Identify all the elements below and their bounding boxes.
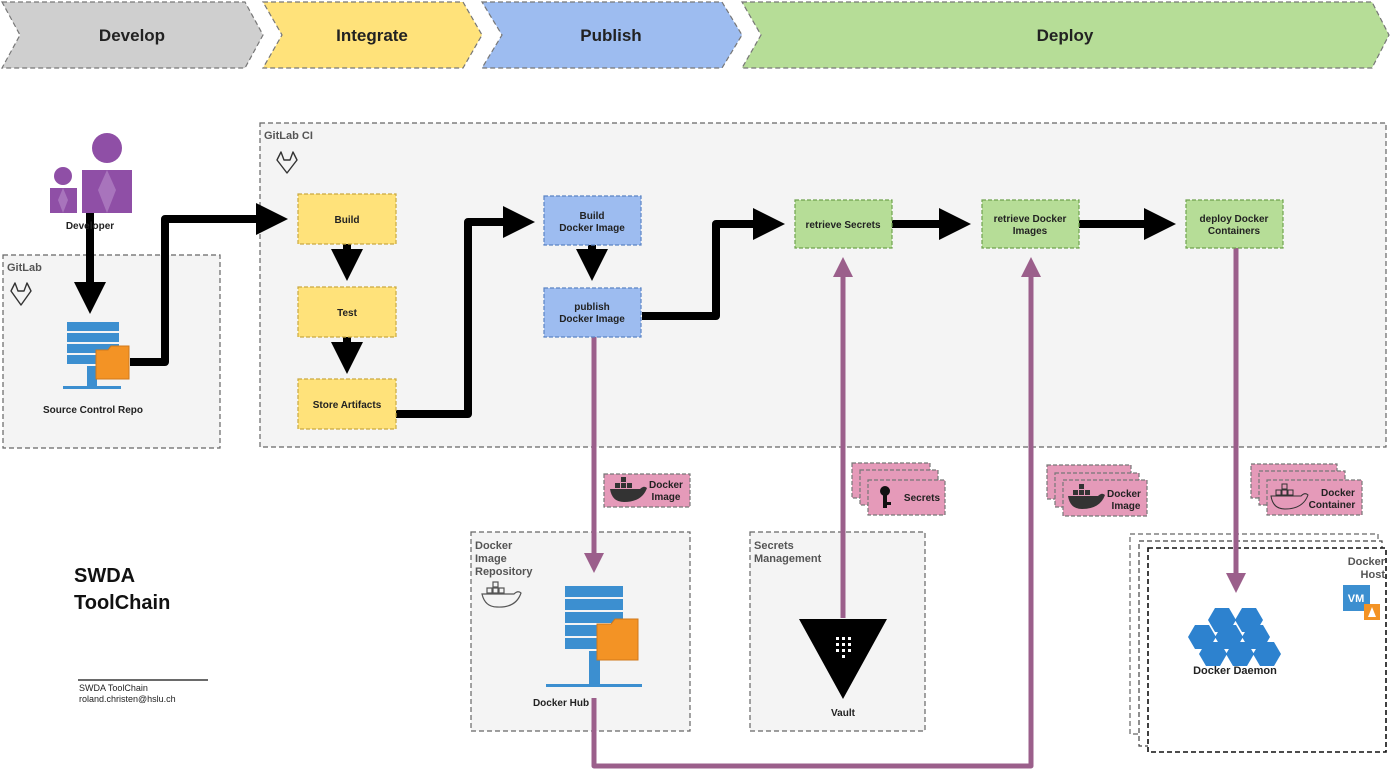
store-artifacts-node: Store Artifacts [297,378,397,430]
docker-whale-icon [481,581,522,608]
build-image-label-1: Build [580,211,605,222]
build-image-node: Build Docker Image [543,195,642,246]
docker-repo-label-2: Image [475,553,507,565]
secrets-group-label-1: Secrets [754,540,794,552]
footer-line-1: SWDA ToolChain [79,683,148,693]
docker-hub-icon [546,586,642,687]
vault-icon [799,619,887,699]
secrets-group-label-2: Management [754,553,822,565]
docker-container-label-1: Docker [1321,488,1355,499]
key-icon [880,486,891,508]
phase-develop-label: Develop [99,26,165,45]
retrieve-secrets-label: retrieve Secrets [805,220,880,231]
test-node: Test [297,286,397,338]
gitlab-ci-group-label: GitLab CI [264,130,313,142]
source-repo-label: Source Control Repo [43,405,143,416]
phase-deploy-label: Deploy [1037,26,1094,45]
retrieve-images-node: retrieve Docker Images [981,199,1080,249]
build-node: Build [297,193,397,245]
phase-integrate-shape [261,1,483,69]
docker-whale-icon [610,477,647,502]
docker-whale-icon [1270,483,1309,510]
phase-publish-shape [480,1,743,69]
deploy-containers-label-2: Containers [1208,226,1261,237]
retrieve-secrets-node: retrieve Secrets [794,199,893,249]
source-repo-icon [63,322,130,389]
retrieve-images-label-2: Images [1013,226,1048,237]
deploy-containers-node: deploy Docker Containers [1185,199,1284,249]
docker-repo-label-3: Repository [475,566,533,578]
test-label: Test [337,308,357,319]
docker-repo-label-1: Docker [475,540,513,552]
docker-image-a-label-2: Image [652,492,681,503]
arrow-hub-retrieve-images [591,257,1041,769]
publish-image-label-1: publish [574,302,610,313]
gitlab-group: GitLab [2,254,221,449]
publish-image-node: publish Docker Image [543,287,642,338]
gitlab-group-label: GitLab [7,262,42,274]
arrow-repo-build [130,203,288,366]
phase-deploy-shape [740,1,1390,69]
docker-image-a-label-1: Docker [649,480,683,491]
gitlab-ci-icon [276,151,298,174]
phase-banner: Develop Integrate Publish Deploy [0,1,1390,69]
phase-develop-shape [0,1,264,69]
arrow-publish-secrets [642,208,785,320]
store-artifacts-label: Store Artifacts [313,400,382,411]
publish-image-label-2: Docker Image [559,314,625,325]
black-flow-arrows [74,203,1176,418]
docker-container-artifact: Docker Container [1250,463,1363,516]
footer-line-2: roland.christen@hslu.ch [79,694,176,704]
docker-container-label-2: Container [1309,500,1356,511]
docker-image-artifact-a: Docker Image [603,473,691,508]
docker-hub-label: Docker Hub [533,698,589,709]
build-image-label-2: Docker Image [559,223,625,234]
phase-integrate-label: Integrate [336,26,408,45]
docker-whale-icon [1068,484,1105,509]
pink-flow-arrows [584,248,1246,769]
vault-label: Vault [831,708,856,719]
docker-host-label-1: Docker [1348,556,1386,568]
deploy-containers-label-1: deploy Docker [1200,214,1269,225]
docker-image-b-label-1: Docker [1107,489,1141,500]
developer-icon [50,133,132,213]
docker-image-artifact-b: Docker Image [1046,464,1148,517]
gitlab-ci-group: GitLab CI [259,122,1387,448]
vm-badge-label: VM [1348,593,1365,605]
developer-label: Developer [66,221,114,232]
retrieve-images-label-1: retrieve Docker [994,214,1067,225]
docker-image-b-label-2: Image [1112,501,1141,512]
build-label: Build [335,215,360,226]
docker-host-group: Docker Host VM [1129,533,1387,753]
arrow-store-buildimage [396,206,535,418]
docker-daemon-label: Docker Daemon [1193,665,1277,677]
docker-host-label-2: Host [1361,569,1386,581]
secrets-artifact-label: Secrets [904,493,941,504]
title-line-1: SWDA [74,565,135,587]
phase-publish-label: Publish [580,26,641,45]
docker-daemon-icon [1188,608,1281,666]
secrets-artifact: Secrets [851,462,946,516]
title-line-2: ToolChain [74,592,170,614]
gitlab-icon [10,282,32,306]
